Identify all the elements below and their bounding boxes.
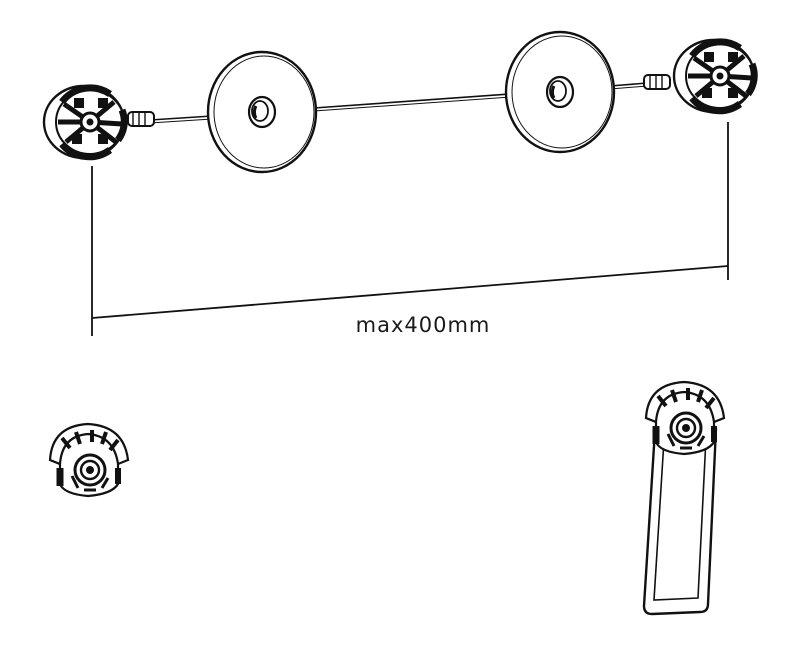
dimension-label: max400mm — [356, 313, 491, 337]
left-knob — [44, 86, 124, 158]
left-washer — [206, 50, 318, 174]
bracket-with-clip — [644, 382, 724, 616]
spacer-clip — [50, 424, 128, 496]
bracket-clip — [646, 382, 724, 454]
right-knob — [674, 40, 754, 112]
left-cable-fitting — [127, 111, 155, 127]
dimension-line — [91, 122, 729, 336]
right-washer — [504, 30, 616, 154]
cable-assembly — [44, 30, 754, 174]
right-cable-fitting — [643, 74, 671, 90]
